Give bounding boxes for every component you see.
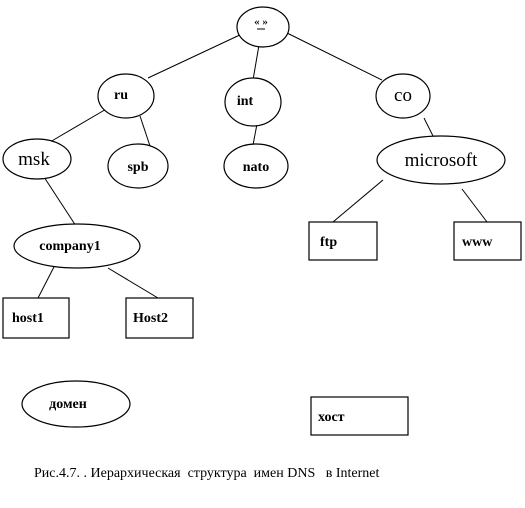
node-host1-label: host1 xyxy=(12,311,44,326)
node-root: « » xyxy=(236,6,290,48)
edge-root-co xyxy=(282,30,383,81)
legend-host-label: хост xyxy=(318,410,345,425)
node-int: int xyxy=(224,77,282,127)
node-ftp-label: ftp xyxy=(320,235,337,250)
node-ru-shape xyxy=(97,73,155,119)
legend-domain-shape xyxy=(21,380,131,428)
edge-ru-spb xyxy=(139,115,151,147)
edge-msk-company1 xyxy=(43,176,77,227)
legend-domain-label: домен xyxy=(49,397,87,412)
edge-company1-host2 xyxy=(107,267,159,299)
node-host1: host1 xyxy=(2,297,70,339)
node-msk-shape xyxy=(2,138,72,180)
node-ftp: ftp xyxy=(308,221,378,261)
edge-root-int xyxy=(252,44,260,81)
node-root-shape xyxy=(236,6,290,48)
node-co: co xyxy=(375,73,431,119)
node-nato-shape xyxy=(223,143,289,189)
node-spb: spb xyxy=(107,143,169,189)
edge-company1-host1 xyxy=(37,262,57,299)
node-root-label: « » xyxy=(254,16,268,28)
node-company1-label: company1 xyxy=(39,239,100,254)
edge-root-ru xyxy=(147,32,245,79)
node-microsoft: microsoft xyxy=(376,135,506,185)
node-ftp-shape xyxy=(308,221,378,261)
node-microsoft-label: microsoft xyxy=(405,150,479,171)
legend-host: хост xyxy=(310,396,409,436)
edge-co-microsoft xyxy=(423,117,435,139)
edge-int-nato xyxy=(252,123,258,146)
node-co-shape xyxy=(375,73,431,119)
node-host2: Host2 xyxy=(125,297,194,339)
node-nato-label: nato xyxy=(243,160,269,175)
edge-microsoft-www xyxy=(461,188,488,223)
node-company1: company1 xyxy=(13,223,141,269)
node-www: www xyxy=(453,221,522,261)
node-www-label: www xyxy=(462,235,493,250)
node-host2-shape xyxy=(125,297,194,339)
node-company1-shape xyxy=(13,223,141,269)
node-int-shape xyxy=(224,77,282,127)
node-ru-label: ru xyxy=(114,88,128,103)
legend-host-shape xyxy=(310,396,409,436)
node-ru: ru xyxy=(97,73,155,119)
edge-ru-msk xyxy=(49,107,109,143)
node-host1-shape xyxy=(2,297,70,339)
node-msk-label: msk xyxy=(18,149,50,170)
node-www-shape xyxy=(453,221,522,261)
node-spb-shape xyxy=(107,143,169,189)
legend-domain: домен xyxy=(21,380,131,428)
edge-microsoft-ftp xyxy=(332,179,384,223)
node-spb-label: spb xyxy=(127,160,148,175)
node-host2-label: Host2 xyxy=(133,311,168,326)
node-int-label: int xyxy=(237,94,254,109)
node-co-label: co xyxy=(394,85,412,106)
node-msk: msk xyxy=(2,138,72,180)
figure-caption: Рис.4.7. . Иерархическая структура имен … xyxy=(34,466,379,481)
node-nato: nato xyxy=(223,143,289,189)
edges xyxy=(37,30,488,299)
node-microsoft-shape xyxy=(376,135,506,185)
